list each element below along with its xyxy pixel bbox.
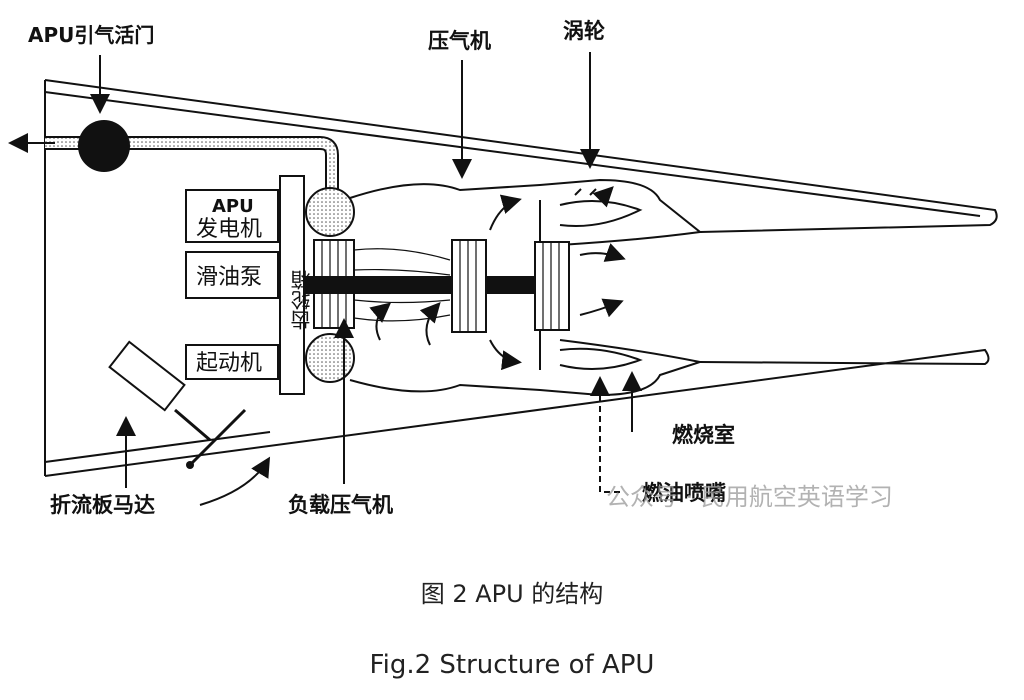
label-fuel-nozzle: 燃油喷嘴	[642, 481, 726, 505]
label-turbine: 涡轮	[563, 19, 605, 43]
compressor-wheel	[451, 239, 487, 333]
label-combustor: 燃烧室	[672, 423, 735, 447]
label-compressor: 压气机	[428, 29, 491, 53]
upper-gear-circle	[305, 187, 355, 237]
watermark: 公众号 · 民用航空英语学习	[606, 483, 893, 511]
bleed-valve-shape	[78, 120, 130, 172]
lube-pump-box	[185, 251, 279, 299]
label-gearbox: 齿轮箱	[290, 270, 314, 330]
leader-lines	[90, 52, 642, 493]
figure-caption-english: Fig.2 Structure of APU	[369, 650, 655, 680]
label-flap-motor: 折流板马达	[50, 493, 155, 517]
turbine-wheel	[534, 241, 570, 331]
turbine-blades	[542, 242, 560, 330]
figure-caption-chinese: 图 2 APU 的结构	[420, 580, 604, 608]
bleed-air-duct	[8, 133, 339, 195]
label-apu-bleed-valve: APU引气活门	[28, 23, 154, 47]
nacelle-outline	[44, 79, 998, 477]
label-apu-generator-line1: APU	[212, 196, 254, 217]
label-lube-pump: 滑油泵	[196, 265, 262, 290]
apu-generator-box	[185, 189, 279, 243]
label-apu-generator-line2: 发电机	[196, 217, 262, 242]
starter-box	[185, 344, 279, 380]
airflow-arrows	[199, 189, 622, 506]
main-shaft	[304, 276, 554, 294]
label-starter: 起动机	[196, 351, 262, 376]
flap-actuator	[108, 340, 247, 469]
apu-structure-diagram: APU引气活门 压气机 涡轮 APU 发电机 滑油泵 齿轮箱 起动机 燃烧室 燃…	[8, 19, 998, 517]
lower-gear-circle	[305, 333, 355, 383]
compressor-blades	[459, 240, 477, 332]
label-load-compressor: 负载压气机	[288, 493, 393, 517]
